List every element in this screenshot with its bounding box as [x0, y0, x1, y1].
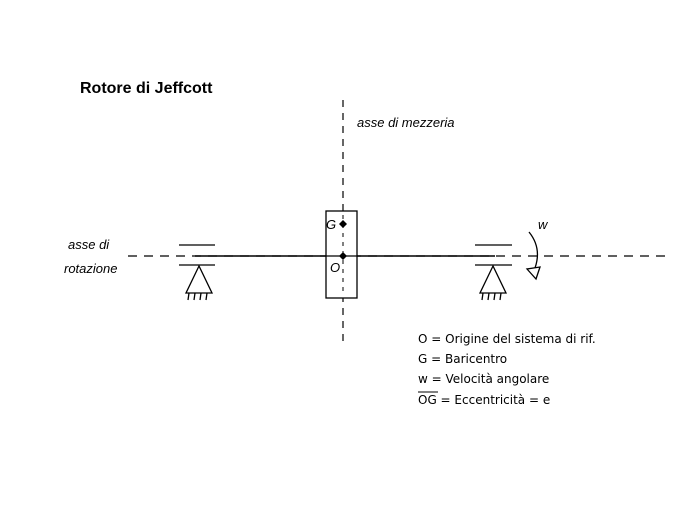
- point-O-label: O: [330, 260, 340, 275]
- rotation-axis-label-2: rotazione: [64, 261, 117, 276]
- point-G-label: G: [326, 217, 336, 232]
- mid-axis-label: asse di mezzeria: [357, 115, 455, 130]
- diagram-title: Rotore di Jeffcott: [80, 80, 213, 97]
- legend: O = Origine del sistema di rif. G = Bari…: [418, 332, 596, 407]
- point-G-marker: [339, 220, 347, 228]
- omega-label: w: [538, 217, 549, 232]
- legend-item-eccentricity: OG = Eccentricità = e: [418, 393, 550, 407]
- left-bearing-support: [179, 244, 215, 301]
- point-O-marker: [339, 252, 347, 260]
- legend-item-origin: O = Origine del sistema di rif.: [418, 332, 596, 346]
- angular-velocity-arrow-icon: [525, 231, 541, 281]
- right-bearing-support: [475, 244, 512, 301]
- legend-item-barycenter: G = Baricentro: [418, 352, 507, 366]
- rotation-axis-label-1: asse di: [68, 237, 110, 252]
- legend-item-angular-velocity: w = Velocità angolare: [418, 372, 549, 386]
